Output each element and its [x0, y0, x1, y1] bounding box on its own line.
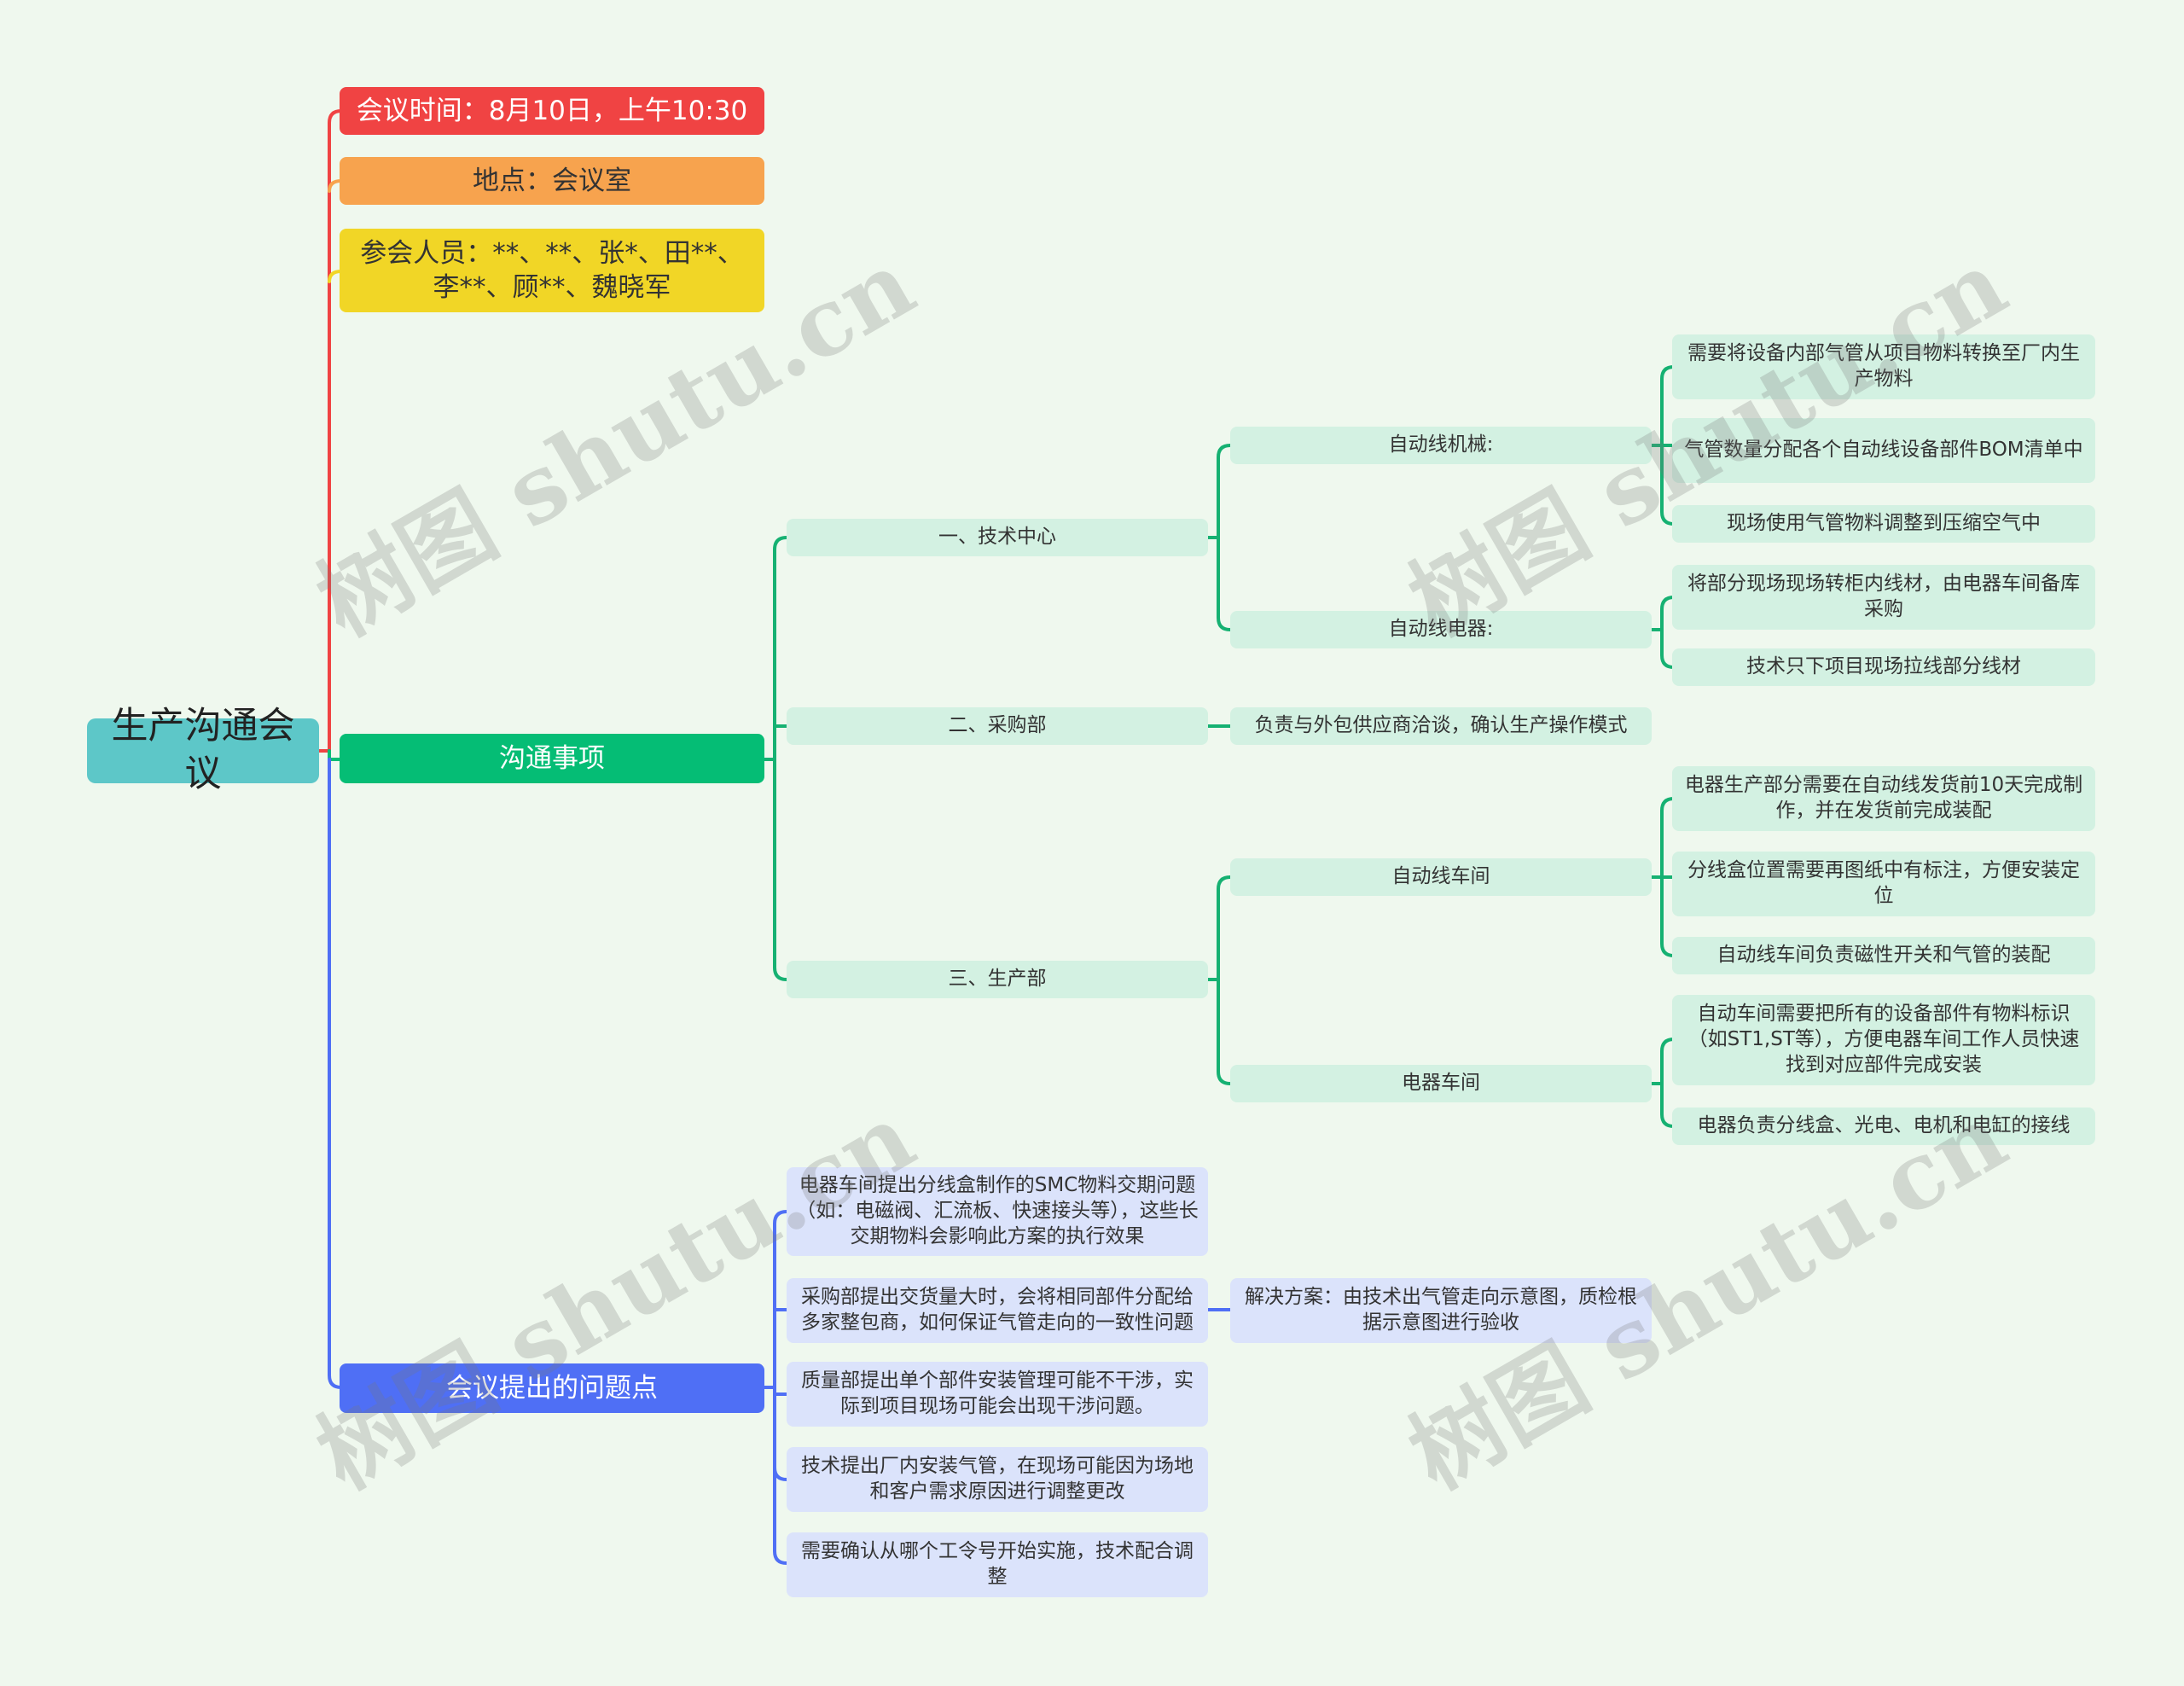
solution-node[interactable]: 解决方案：由技术出气管走向示意图，质检根据示意图进行验收 — [1230, 1278, 1652, 1343]
production-node[interactable]: 三、生产部 — [787, 961, 1208, 998]
communication-topic[interactable]: 沟通事项 — [340, 734, 764, 783]
issue-item[interactable]: 电器车间提出分线盒制作的SMC物料交期问题（如：电磁阀、汇流板、快速接头等），这… — [787, 1167, 1208, 1256]
workshop-item[interactable]: 电器生产部分需要在自动线发货前10天完成制作，并在发货前完成装配 — [1672, 766, 2095, 831]
mech-item[interactable]: 现场使用气管物料调整到压缩空气中 — [1672, 505, 2095, 543]
issue-item[interactable]: 采购部提出交货量大时，会将相同部件分配给多家整包商，如何保证气管走向的一致性问题 — [787, 1278, 1208, 1343]
mech-item[interactable]: 需要将设备内部气管从项目物料转换至厂内生产物料 — [1672, 334, 2095, 399]
mech-item[interactable]: 气管数量分配各个自动线设备部件BOM清单中 — [1672, 418, 2095, 483]
meeting-time-node[interactable]: 会议时间：8月10日，上午10:30 — [340, 87, 764, 135]
electric-item[interactable]: 自动车间需要把所有的设备部件有物料标识（如ST1,ST等），方便电器车间工作人员… — [1672, 995, 2095, 1085]
issue-item[interactable]: 质量部提出单个部件安装管理可能不干涉，实际到项目现场可能会出现干涉问题。 — [787, 1362, 1208, 1427]
elec-item[interactable]: 将部分现场现场转柜内线材，由电器车间备库采购 — [1672, 565, 2095, 630]
meeting-place-node[interactable]: 地点：会议室 — [340, 157, 764, 205]
electric-workshop-node[interactable]: 电器车间 — [1230, 1065, 1652, 1102]
workshop-item[interactable]: 分线盒位置需要再图纸中有标注，方便安装定位 — [1672, 852, 2095, 916]
auto-line-elec-node[interactable]: 自动线电器: — [1230, 611, 1652, 648]
issue-item[interactable]: 技术提出厂内安装气管，在现场可能因为场地和客户需求原因进行调整更改 — [787, 1447, 1208, 1512]
elec-item[interactable]: 技术只下项目现场拉线部分线材 — [1672, 648, 2095, 686]
issues-topic[interactable]: 会议提出的问题点 — [340, 1363, 764, 1413]
root-topic[interactable]: 生产沟通会议 — [87, 705, 319, 795]
purchase-item-node[interactable]: 负责与外包供应商洽谈，确认生产操作模式 — [1230, 707, 1652, 745]
attendees-node[interactable]: 参会人员：**、**、张*、田**、李**、顾**、魏晓军 — [340, 229, 764, 312]
workshop-item[interactable]: 自动线车间负责磁性开关和气管的装配 — [1672, 937, 2095, 974]
electric-item[interactable]: 电器负责分线盒、光电、电机和电缸的接线 — [1672, 1108, 2095, 1145]
auto-line-mech-node[interactable]: 自动线机械: — [1230, 427, 1652, 464]
issue-item[interactable]: 需要确认从哪个工令号开始实施，技术配合调整 — [787, 1532, 1208, 1597]
purchase-node[interactable]: 二、采购部 — [787, 707, 1208, 745]
tech-center-node[interactable]: 一、技术中心 — [787, 519, 1208, 556]
auto-workshop-node[interactable]: 自动线车间 — [1230, 858, 1652, 896]
